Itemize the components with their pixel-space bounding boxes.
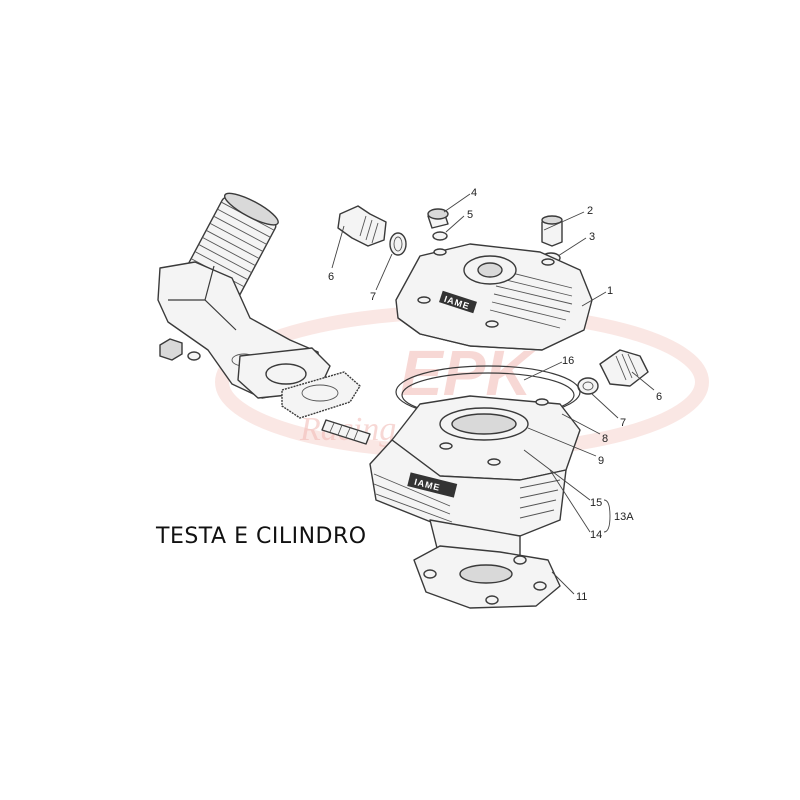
exhaust-manifold xyxy=(157,192,371,445)
thread-adapter-left xyxy=(337,205,407,256)
sealing-washer-right xyxy=(577,377,599,395)
callout-2: 2 xyxy=(587,205,593,217)
callout-8: 8 xyxy=(602,433,608,445)
callout-3: 3 xyxy=(589,231,595,243)
callout-13a: 13A xyxy=(614,511,634,523)
callout-9: 9 xyxy=(598,455,604,467)
bolt-washer xyxy=(432,231,448,241)
callout-15: 15 xyxy=(590,497,602,509)
leader-lines xyxy=(331,193,655,595)
callout-6-right: 6 xyxy=(656,391,662,403)
cylinder-head: IAME xyxy=(395,243,593,351)
head-bolt xyxy=(427,208,449,241)
thread-adapter-right xyxy=(577,349,649,395)
callout-1: 1 xyxy=(607,285,613,297)
callout-7-left: 7 xyxy=(370,291,376,303)
callout-6-left: 6 xyxy=(328,271,334,283)
callout-16: 16 xyxy=(562,355,574,367)
callout-7-right: 7 xyxy=(620,417,626,429)
callout-14: 14 xyxy=(590,529,602,541)
sealing-washer-left xyxy=(389,232,407,256)
diagram-title: TESTA E CILINDRO xyxy=(156,524,367,549)
cylinder-block: IAME xyxy=(369,395,581,609)
callout-11: 11 xyxy=(576,591,587,603)
callouts: 2 3 4 5 6 7 1 6 7 16 8 9 15 14 13A 11 xyxy=(328,187,662,603)
callout-5: 5 xyxy=(467,209,473,221)
callout-4: 4 xyxy=(471,187,477,199)
